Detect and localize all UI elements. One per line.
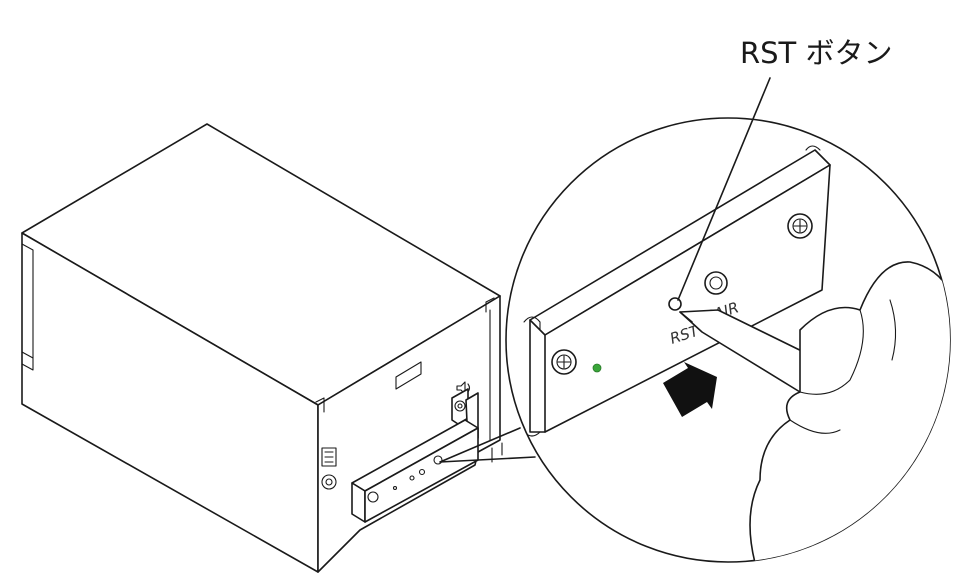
printer-front-slot — [21, 243, 34, 371]
hand-knuckle — [889, 299, 897, 361]
lan-port-icon-detail — [324, 451, 334, 463]
zoom-panel-face — [544, 164, 831, 433]
module-screw-right — [433, 455, 443, 465]
hand-finger-line — [789, 309, 864, 434]
wireless-module-bracket — [351, 388, 503, 523]
power-port-icon-center — [325, 478, 333, 486]
printer-back-tab-left — [315, 397, 325, 413]
pair-button[interactable] — [704, 271, 728, 295]
zoom-panel-hook-top-right — [805, 145, 821, 151]
printer-body — [21, 123, 501, 573]
bracket-hook-hole — [454, 400, 466, 412]
module-pair-small — [418, 468, 426, 476]
module-screw-left — [367, 491, 379, 503]
power-port-icon — [321, 474, 337, 490]
printer-back-window — [395, 361, 422, 390]
printer-front-notch — [21, 351, 34, 359]
push-arrow-icon — [663, 362, 717, 417]
zoom-pointer-lines — [439, 427, 536, 463]
bracket-hook-hole-inner — [457, 403, 463, 409]
module-rst-small — [409, 475, 415, 481]
zoom-panel-hook — [523, 316, 541, 331]
printer-back-tab-right — [485, 297, 495, 313]
rst-button-callout-label: RST ボタン — [740, 36, 893, 70]
status-led — [592, 363, 602, 373]
callout-leader-line — [677, 77, 771, 301]
stylus-tip — [679, 311, 693, 323]
module-led-small — [392, 485, 398, 491]
printer-port-icons — [321, 381, 471, 490]
rst-button[interactable] — [668, 297, 682, 311]
zoom-screw-left — [551, 349, 577, 375]
zoom-screw-right — [787, 213, 813, 239]
